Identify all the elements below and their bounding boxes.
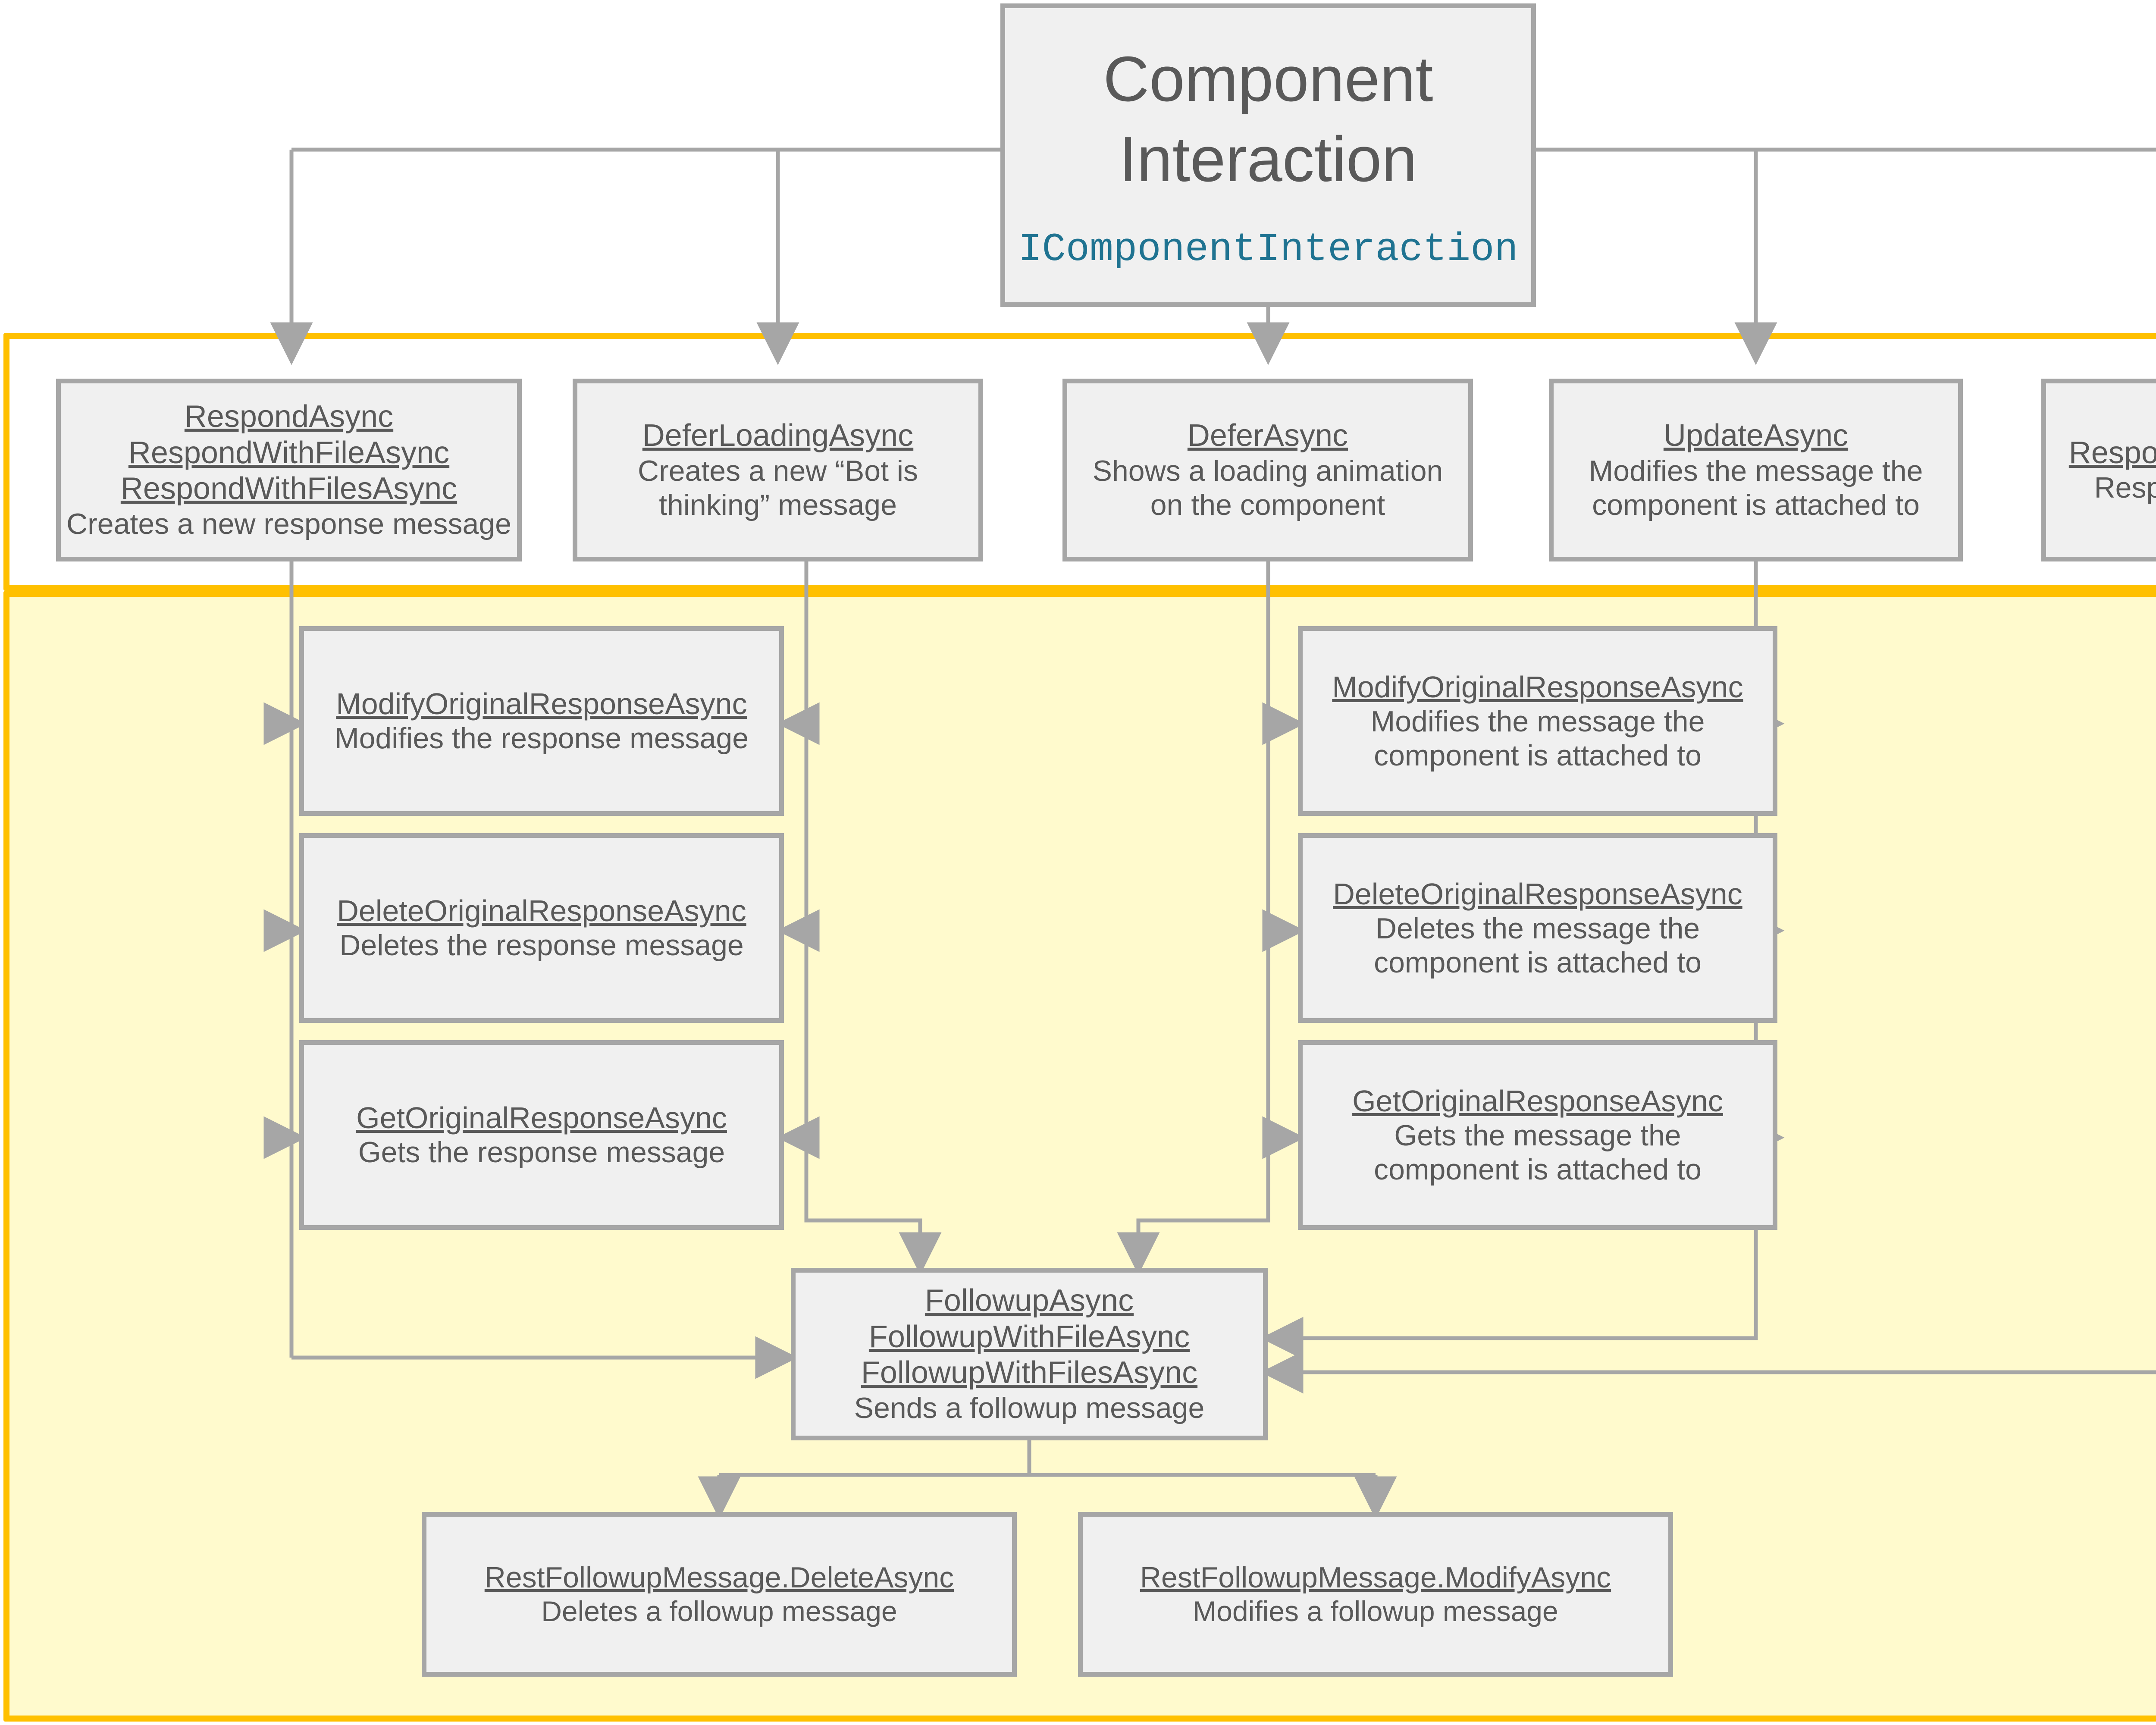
node-delete-original-response-left[interactable]: DeleteOriginalResponseAsync Deletes the … (299, 833, 784, 1023)
node-modify-original-response-mid[interactable]: ModifyOriginalResponseAsync Modifies the… (1298, 626, 1777, 816)
method-name: FollowupAsync (924, 1283, 1134, 1318)
node-modify-original-response-left[interactable]: ModifyOriginalResponseAsync Modifies the… (299, 626, 784, 816)
method-name: DeleteOriginalResponseAsync (337, 894, 746, 928)
method-description: component is attached to (1374, 739, 1702, 772)
method-description: Deletes a followup message (541, 1595, 897, 1628)
node-defer-loading-async[interactable]: DeferLoadingAsync Creates a new “Bot is … (573, 379, 983, 561)
method-name: RestFollowupMessage.ModifyAsync (1140, 1561, 1611, 1594)
node-rest-followup-modify-async[interactable]: RestFollowupMessage.ModifyAsync Modifies… (1078, 1512, 1673, 1677)
method-name: ModifyOriginalResponseAsync (336, 687, 747, 721)
method-name: RestFollowupMessage.DeleteAsync (484, 1561, 954, 1594)
node-defer-async[interactable]: DeferAsync Shows a loading animation on … (1062, 379, 1473, 561)
method-description: Sends a followup message (854, 1391, 1205, 1424)
method-name: GetOriginalResponseAsync (1352, 1084, 1723, 1118)
method-description: component is attached to (1374, 946, 1702, 979)
method-name: DeferLoadingAsync (642, 418, 914, 453)
node-respond-async[interactable]: RespondAsync RespondWithFileAsync Respon… (56, 379, 522, 561)
method-name: RespondWithModalAsync (2068, 435, 2156, 470)
node-get-original-response-mid[interactable]: GetOriginalResponseAsync Gets the messag… (1298, 1040, 1777, 1230)
method-name: DeleteOriginalResponseAsync (1333, 877, 1742, 911)
method-name: DeferAsync (1187, 418, 1348, 453)
method-description: Shows a loading animation (1092, 454, 1443, 487)
node-component-interaction[interactable]: Component Interaction IComponentInteract… (1000, 3, 1536, 307)
method-description: Gets the response message (358, 1136, 725, 1169)
method-name: UpdateAsync (1663, 418, 1849, 453)
method-name: GetOriginalResponseAsync (356, 1101, 727, 1135)
root-title-line1: Component (1103, 44, 1433, 115)
method-description: Modifies the message the (1589, 454, 1923, 487)
method-description: Modifies a followup message (1193, 1595, 1558, 1628)
node-delete-original-response-mid[interactable]: DeleteOriginalResponseAsync Deletes the … (1298, 833, 1777, 1023)
method-name: FollowupWithFileAsync (868, 1319, 1190, 1354)
method-description: Creates a new “Bot is (637, 454, 918, 487)
method-description: Gets the message the (1394, 1119, 1681, 1152)
method-description: on the component (1150, 488, 1385, 521)
method-description: Deletes the message the (1375, 912, 1700, 945)
root-interface-name: IComponentInteraction (1018, 226, 1518, 272)
method-name: RespondWithFileAsync (128, 435, 450, 470)
node-update-async[interactable]: UpdateAsync Modifies the message the com… (1549, 379, 1963, 561)
method-name: RespondAsync (184, 399, 394, 434)
method-description: component is attached to (1592, 488, 1920, 521)
method-description: Modifies the response message (334, 722, 749, 755)
method-description: thinking” message (659, 488, 897, 521)
method-name: ModifyOriginalResponseAsync (1332, 670, 1743, 704)
node-rest-followup-delete-async[interactable]: RestFollowupMessage.DeleteAsync Deletes … (422, 1512, 1017, 1677)
method-description: Responds with a modal (2094, 471, 2156, 505)
node-get-original-response-left[interactable]: GetOriginalResponseAsync Gets the respon… (299, 1040, 784, 1230)
node-respond-with-modal-async[interactable]: RespondWithModalAsync Responds with a mo… (2041, 379, 2156, 561)
method-description: Modifies the message the (1370, 705, 1705, 738)
method-name: RespondWithFilesAsync (120, 471, 458, 506)
node-followup-async[interactable]: FollowupAsync FollowupWithFileAsync Foll… (791, 1268, 1268, 1440)
method-name: FollowupWithFilesAsync (861, 1355, 1198, 1390)
initial-response-section-panel (3, 333, 2156, 591)
method-description: Creates a new response message (66, 507, 511, 540)
root-title-line2: Interaction (1119, 124, 1417, 195)
method-description: component is attached to (1374, 1153, 1702, 1186)
method-description: Deletes the response message (339, 929, 744, 962)
